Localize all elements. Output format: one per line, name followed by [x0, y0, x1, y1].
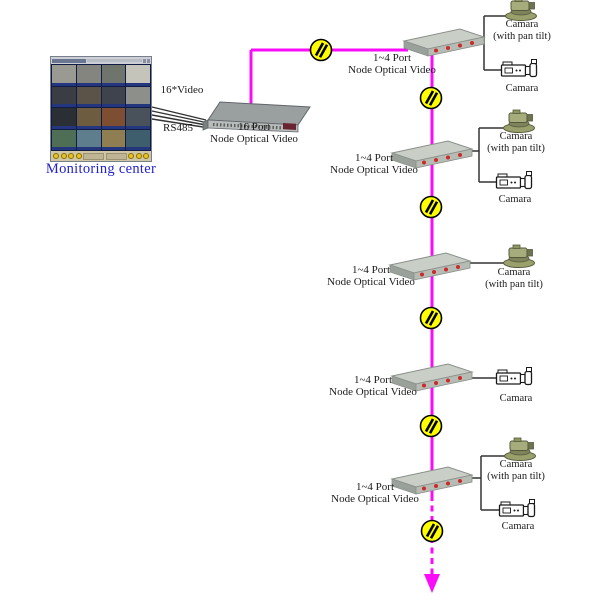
window-toolbar: [51, 151, 151, 161]
camera-label-node-5-fixed: Camara: [501, 521, 535, 532]
camera-grid: [51, 64, 151, 151]
pan-tilt-camera-icon-node-3: [503, 244, 535, 268]
fiber-splice-icon-5: [419, 414, 443, 438]
fiber-splice-icon-3: [419, 195, 443, 219]
camera-thumbnail: [101, 65, 126, 86]
video-bundle-label: 16*Video: [160, 84, 204, 96]
toolbar-button: [60, 153, 67, 159]
continuation-arrow: [424, 574, 440, 593]
camera-thumbnail: [126, 86, 150, 107]
camera-thumbnail: [101, 108, 126, 129]
rs485-label: RS485: [163, 122, 193, 134]
camera-thumbnail: [76, 129, 101, 150]
fixed-camera-icon-node-4: [495, 366, 533, 386]
camera-thumbnail: [126, 65, 150, 86]
camera-label-node-5-pan-tilt: Camara (with pan tilt): [487, 459, 545, 482]
fiber-splice-icon-2: [419, 86, 443, 110]
window-button: [143, 58, 146, 63]
toolbar-button: [68, 153, 74, 159]
node-3-label: 1~4 Port Node Optical Video: [327, 264, 415, 288]
camera-thumbnail: [126, 108, 150, 129]
window-title-text: [52, 58, 86, 63]
pan-tilt-camera-icon-node-5: [504, 437, 536, 461]
fixed-camera-icon-node-5: [498, 498, 536, 518]
monitoring-center-window: [50, 56, 152, 162]
camera-label-node-3-pan-tilt: Camara (with pan tilt): [485, 267, 543, 290]
toolbar-button: [128, 153, 134, 159]
fiber-splice-icon-4: [419, 306, 443, 330]
fiber-splice-icon-6: [420, 519, 444, 543]
camera-thumbnail: [52, 86, 76, 107]
head-end-device: [202, 101, 311, 133]
toolbar-button: [135, 153, 142, 159]
fixed-camera-icon-node-1: [500, 58, 538, 78]
toolbar-button: [53, 153, 59, 159]
pan-tilt-camera-icon-node-1: [505, 0, 537, 21]
camera-wires-node-2: [468, 127, 504, 183]
camera-thumbnail: [76, 65, 101, 86]
camera-thumbnail: [101, 129, 126, 150]
node-2-label: 1~4 Port Node Optical Video: [330, 152, 418, 176]
camera-thumbnail: [52, 129, 76, 150]
window-button: [147, 58, 150, 63]
video-rs485-cable-bundle: [151, 106, 207, 129]
camera-thumbnail: [52, 65, 76, 86]
fiber-splice-icon-1: [309, 38, 333, 62]
camera-thumbnail: [126, 129, 150, 150]
toolbar-button: [143, 153, 149, 159]
camera-thumbnail: [101, 86, 126, 107]
node-4-label: 1~4 Port Node Optical Video: [329, 374, 417, 398]
camera-thumbnail: [52, 108, 76, 129]
monitoring-center-label: Monitoring center: [45, 161, 157, 177]
camera-label-node-1-pan-tilt: Camara (with pan tilt): [493, 19, 551, 42]
camera-label-node-2-fixed: Camara: [498, 194, 532, 205]
toolbar-button: [75, 153, 82, 159]
pan-tilt-camera-icon-node-2: [503, 109, 535, 133]
window-titlebar: [51, 57, 151, 64]
camera-label-node-2-pan-tilt: Camara (with pan tilt): [487, 131, 545, 154]
camera-thumbnail: [76, 86, 101, 107]
fixed-camera-icon-node-2: [495, 170, 533, 190]
camera-wires-node-5: [468, 455, 505, 511]
camera-thumbnail: [76, 108, 101, 129]
node-5-label: 1~4 Port Node Optical Video: [331, 481, 419, 505]
head-end-device-label: 16 Port Node Optical Video: [210, 121, 298, 145]
node-1-label: 1~4 Port Node Optical Video: [348, 52, 436, 76]
camera-label-node-1-fixed: Camara: [505, 83, 539, 94]
camera-label-node-4-fixed: Camara: [499, 393, 533, 404]
